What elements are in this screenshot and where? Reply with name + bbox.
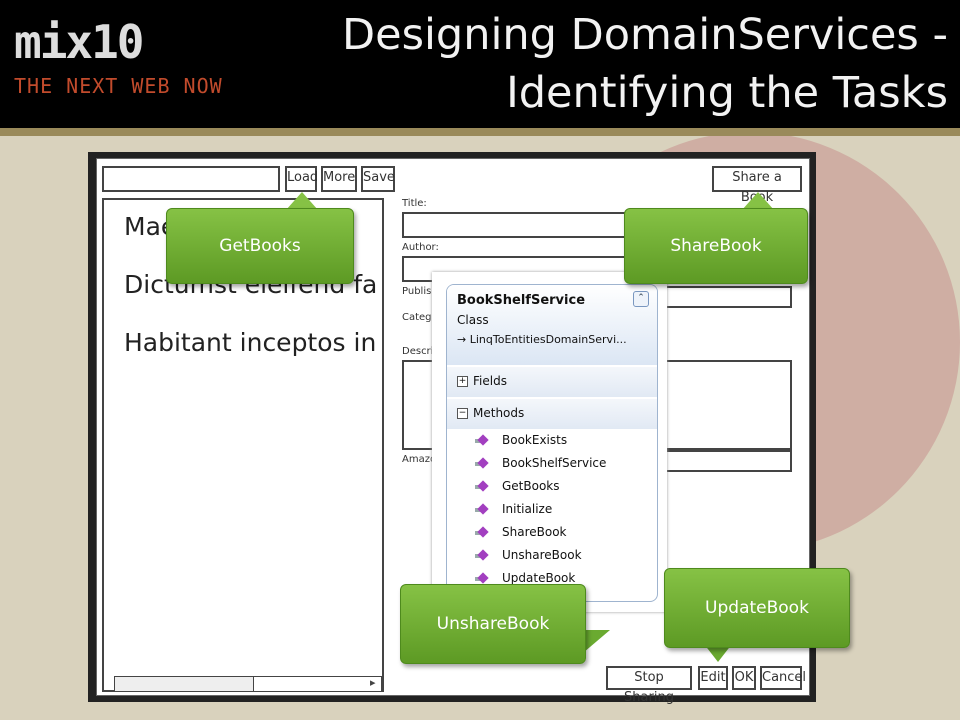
inherit-arrow-icon: → [457, 333, 467, 346]
publisher-field[interactable] [662, 286, 792, 308]
stop-sharing-button[interactable]: Stop Sharing [606, 666, 692, 705]
method-item[interactable]: UpdateBook [475, 571, 575, 585]
title-field[interactable] [402, 212, 638, 238]
search-box[interactable] [102, 166, 280, 192]
updatebook-callout: UpdateBook [664, 568, 850, 648]
method-item[interactable]: BookShelfService [475, 456, 606, 470]
author-label: Author: [402, 242, 439, 253]
class-diagram: BookShelfService Class → LinqToEntitiesD… [446, 284, 658, 602]
slide-header: mix10 THE NEXT WEB NOW Designing DomainS… [0, 0, 960, 128]
more-button[interactable]: More [321, 166, 357, 192]
method-item[interactable]: ShareBook [475, 525, 567, 539]
method-item[interactable]: GetBooks [475, 479, 560, 493]
cancel-button[interactable]: Cancel [760, 666, 806, 690]
method-icon [475, 436, 488, 446]
slide-title-line1: Designing DomainServices - [342, 10, 948, 60]
share-book-button[interactable]: Share a Book [712, 166, 802, 205]
scroll-right-arrow-icon[interactable]: ▸ [370, 676, 376, 689]
title-label: Title: [402, 198, 427, 209]
base-class: → LinqToEntitiesDomainServi... [457, 333, 627, 346]
method-item[interactable]: Initialize [475, 502, 552, 516]
method-item[interactable]: UnshareBook [475, 548, 582, 562]
publisher-label: Publis [402, 286, 432, 297]
sharebook-callout: ShareBook [624, 208, 808, 284]
expand-icon[interactable]: + [457, 376, 468, 387]
fields-section[interactable]: + Fields [447, 367, 657, 397]
scrollbar-thumb[interactable] [114, 676, 254, 692]
amazon-field[interactable] [662, 450, 792, 472]
method-icon [475, 528, 488, 538]
method-icon [475, 482, 488, 492]
callout-pointer [742, 192, 774, 210]
slide-title-line2: Identifying the Tasks [506, 68, 948, 118]
method-icon [475, 459, 488, 469]
callout-pointer [704, 644, 732, 662]
amazon-label: Amazo [402, 454, 437, 465]
header-divider [0, 128, 960, 136]
collapse-section-icon[interactable]: − [457, 408, 468, 419]
list-item[interactable]: Habitant inceptos in [124, 328, 377, 357]
collapse-icon[interactable]: ⌃ [633, 291, 649, 307]
load-button[interactable]: Load [285, 166, 318, 192]
method-item[interactable]: BookExists [475, 433, 567, 447]
edit-button[interactable]: Edit [698, 666, 728, 690]
getbooks-callout: GetBooks [166, 208, 354, 284]
slide-title: Designing DomainServices - Identifying t… [308, 6, 948, 122]
category-label: Catego [402, 312, 438, 323]
unsharebook-callout: UnshareBook [400, 584, 586, 664]
callout-pointer [286, 192, 318, 210]
methods-section[interactable]: − Methods [447, 399, 657, 429]
method-icon [475, 574, 488, 584]
save-button[interactable]: Save [361, 166, 395, 192]
logo-tagline: THE NEXT WEB NOW [14, 74, 223, 98]
method-icon [475, 551, 488, 561]
class-name: BookShelfService [457, 293, 586, 308]
class-header: BookShelfService Class → LinqToEntitiesD… [447, 285, 657, 365]
method-icon [475, 505, 488, 515]
class-type: Class [457, 313, 489, 327]
ok-button[interactable]: OK [732, 666, 756, 690]
mix10-logo: mix10 [14, 15, 144, 69]
description-label: Descri [402, 346, 434, 357]
